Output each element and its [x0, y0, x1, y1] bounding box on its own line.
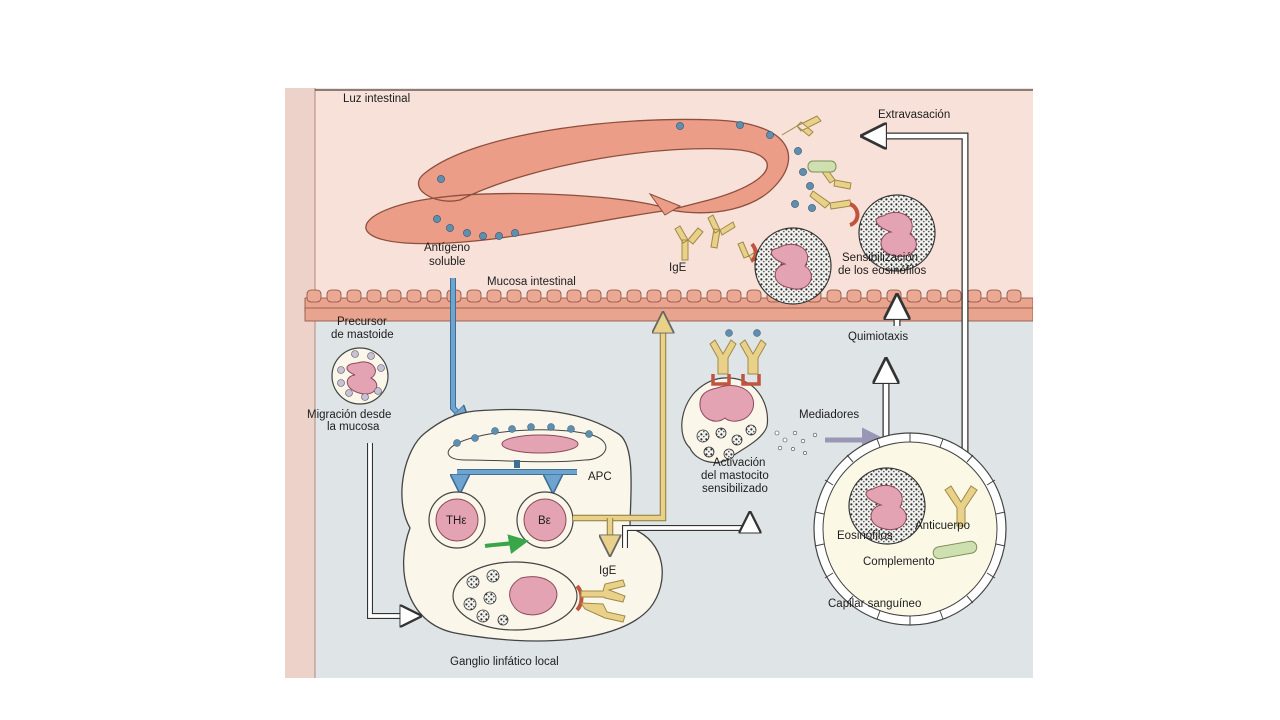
migration-arrow [368, 443, 413, 616]
node-to-mast-arrow [623, 520, 750, 548]
complement-label: Complemento [863, 556, 935, 568]
migration-label-2: la mucosa [327, 421, 380, 433]
blood-capillary [813, 432, 1007, 626]
local-lymph-node-label: Ganglio linfático local [450, 656, 559, 668]
soluble-antigen-label-1: Antígeno [424, 242, 470, 254]
ige-to-mucosa-arrow [573, 320, 663, 521]
intestinal-mucosa-label: Mucosa intestinal [487, 276, 576, 288]
antibody-label: Anticuerpo [915, 520, 970, 532]
th-helps-b-arrow [484, 534, 529, 554]
eosinophil-cell [858, 194, 936, 272]
intestinal-loop [365, 118, 790, 245]
eosinophil-sensitization-label-2: de los eosinófilos [838, 265, 926, 277]
ige-top-label: IgE [669, 262, 687, 274]
activated-mast-cell [681, 329, 818, 463]
ige-node-label: IgE [599, 565, 617, 577]
eosinophil-sensitization-label-1: Sensibilización [842, 252, 918, 264]
blood-capillary-label: Capilar sanguíneo [828, 598, 921, 610]
mast-precursor-label-1: Precursor [337, 316, 387, 328]
mediators-label: Mediadores [799, 409, 859, 421]
extravasation-arrow [871, 136, 968, 468]
mast-precursor-label-2: de mastoide [331, 329, 394, 341]
soluble-antigen-label-2: soluble [429, 256, 465, 268]
ige-antibodies-lumen [674, 115, 852, 262]
allergic-response-diagram: Luz intestinal Extravasación Antígeno so… [285, 88, 1034, 678]
extravasation-label: Extravasación [878, 109, 950, 121]
b-cell-label: Bε [538, 515, 551, 527]
migration-label-1: Migración desde [307, 409, 391, 421]
mast-activation-label-3: sensibilizado [702, 483, 768, 495]
mast-activation-label-2: del mastocito [701, 470, 769, 482]
diagram-canvas: Luz intestinal Extravasación Antígeno so… [285, 88, 1034, 678]
eosinophils-label: Eosinófilos [837, 530, 893, 542]
mast-cell-precursor [331, 347, 389, 405]
intestinal-lumen-label: Luz intestinal [343, 93, 410, 105]
mast-cell-node [452, 561, 626, 631]
apc-label: APC [588, 471, 612, 483]
apc-cell [447, 423, 607, 463]
mast-activation-label-1: Activación [713, 457, 765, 469]
b-cell [516, 491, 574, 549]
chemotaxis-label: Quimiotaxis [848, 331, 908, 343]
th-cell [428, 491, 486, 549]
th-cell-label: THε [446, 515, 466, 527]
page-margin [285, 88, 315, 678]
eosinophil-cell [754, 227, 832, 305]
